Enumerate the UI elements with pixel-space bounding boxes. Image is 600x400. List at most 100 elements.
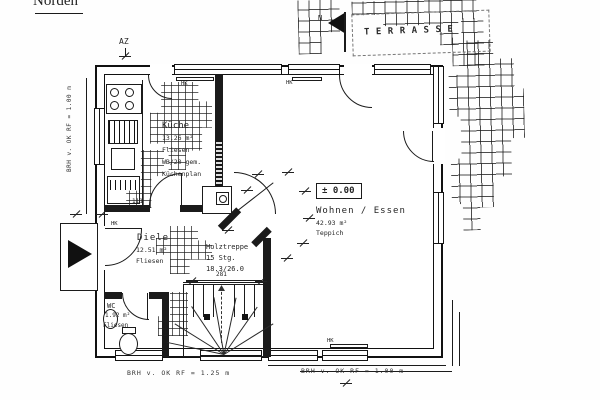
wall-text-texture	[216, 140, 222, 188]
dim-tick-7	[297, 237, 309, 249]
offset-line-bottom2	[300, 371, 452, 372]
wc-name: WC	[107, 302, 116, 310]
radiator-bottom	[330, 344, 368, 348]
diele-area: 12.51 m²	[136, 246, 168, 254]
dim-tick-4	[282, 166, 294, 178]
dim-tick-12	[340, 377, 352, 389]
stove-burner-1	[110, 88, 119, 97]
dim-tick-13	[241, 184, 253, 196]
stair-tread-5	[244, 285, 245, 317]
terrace-tiles-right-side	[445, 39, 528, 231]
wc-sink	[103, 309, 118, 329]
kitchen-sink	[111, 148, 135, 170]
window-top-2	[288, 64, 340, 75]
radiator-label-4: HK	[111, 221, 118, 227]
north-arrow-label: N	[318, 14, 323, 22]
offset-line-right1	[452, 300, 454, 366]
window-left-kitchen	[94, 108, 105, 165]
offset-line-bottom	[268, 365, 446, 367]
az-label: AZ	[119, 37, 129, 46]
kitchen-door-dim: 111	[132, 198, 143, 205]
window-right-corner	[433, 66, 444, 124]
dim-tick-8	[281, 252, 293, 264]
window-top-1	[174, 64, 282, 75]
sill-height-left: BRH v. OK RF = 1.00 m	[66, 85, 73, 172]
wohnen-area: 42.93 m²	[316, 219, 348, 227]
stair-tread-1	[193, 285, 194, 317]
diele-floor: Fliesen	[136, 257, 164, 265]
door-leaf-kueche-diele	[181, 173, 183, 206]
stair-walkline	[221, 287, 222, 343]
radiator-label-2: HK	[286, 80, 293, 86]
dim-tick-5	[299, 185, 311, 197]
stair-tread-6	[254, 285, 255, 317]
offset-line-right2	[459, 312, 461, 366]
stair-walkline-arrow	[218, 285, 225, 291]
door-gap-wohnen-top	[344, 64, 372, 75]
stair-post-2	[242, 314, 248, 320]
stair-top-edge	[183, 282, 264, 284]
kueche-note1: WB/20 gem.	[162, 158, 202, 166]
wc-floor: Fliesen	[103, 322, 129, 329]
radiator-top-left	[176, 77, 214, 81]
wc-toilet	[119, 333, 138, 355]
wohnen-floor: Teppich	[316, 229, 344, 237]
wall-kueche-diele-left	[104, 205, 150, 212]
dim-tick-11	[255, 275, 267, 287]
treppe-steps: 15 Stg.	[206, 254, 236, 262]
window-bottom-wohnen2	[322, 350, 368, 361]
door-leaf-terrace-right	[432, 131, 434, 162]
kitchen-cabinet-detail	[110, 180, 137, 190]
wohnen-name: Wohnen / Essen	[316, 206, 406, 216]
window-bottom-wohnen1	[268, 350, 318, 361]
dim-tick-10	[186, 275, 198, 287]
dim-tick-1	[70, 208, 82, 220]
kitchen-counter-edge	[142, 80, 144, 206]
dim-tick-6	[303, 212, 315, 224]
dim-tick-9	[222, 224, 234, 236]
diele-name: Diele	[137, 233, 170, 243]
chimney-flue-circle	[219, 195, 227, 203]
kitchen-drainer	[108, 120, 138, 144]
radiator-label-3: HK	[327, 338, 334, 344]
stove-burner-2	[125, 88, 134, 97]
door-leaf-wc	[147, 293, 149, 320]
terrace-tiles-top-left	[297, 0, 340, 55]
wall-wc-top-right	[149, 292, 162, 299]
sill-height-bottom-left: BRH v. OK RF = 1.25 m	[127, 369, 231, 377]
door-gap-terrace-right	[433, 128, 445, 164]
stove-burner-4	[125, 101, 134, 110]
sill-height-bottom-right: BRH v. OK RF = 1.00 m	[301, 367, 405, 375]
wall-kueche-diele-right	[180, 205, 223, 212]
stair-post-1	[204, 314, 210, 320]
offset-line-left	[86, 78, 88, 214]
title-underline	[35, 13, 83, 14]
window-top-3	[374, 64, 431, 75]
door-gap-kitchen-top	[150, 64, 172, 75]
stair-dim-value: 281	[216, 271, 227, 278]
level-box	[316, 183, 362, 199]
treppe-tread: 18.3/26.0	[206, 265, 244, 273]
north-arrow-stem	[344, 12, 346, 52]
stair-tread-2	[203, 285, 204, 317]
az-tick	[119, 50, 131, 62]
stove-burner-3	[110, 101, 119, 110]
level-value: ± 0.00	[322, 186, 355, 196]
window-right-lower	[433, 192, 444, 244]
stair-dim-line	[186, 280, 262, 281]
wall-wc-top-left	[104, 292, 122, 299]
kueche-note2: Küchenplan	[162, 170, 202, 178]
kueche-name: Küche	[162, 121, 190, 131]
staircase-box	[183, 284, 264, 357]
wall-stair-right	[263, 238, 271, 357]
radiator-top-right	[292, 77, 322, 81]
kueche-floor: Fliesen	[162, 146, 190, 154]
dim-tick-2	[96, 208, 108, 220]
treppe-name: Holztreppe	[206, 243, 249, 251]
door-leaf-entrance	[105, 228, 142, 230]
kueche-area: 13.26 m²	[162, 134, 194, 142]
wall-kueche-wohnen	[215, 74, 223, 188]
wc-area: 1.92 m²	[105, 312, 131, 319]
plan-title: Norden	[33, 0, 78, 9]
